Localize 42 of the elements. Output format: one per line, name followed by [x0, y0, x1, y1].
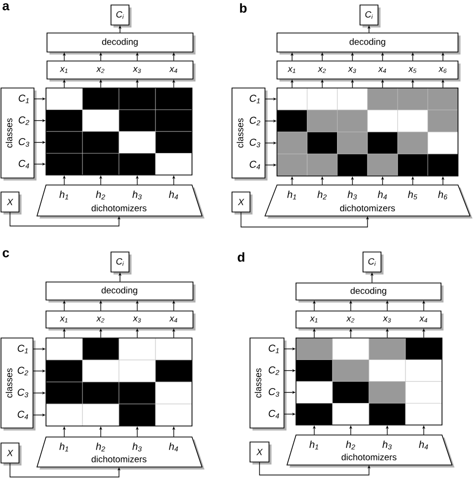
output-box: C$_{i}$	[110, 4, 132, 28]
variable-label: h$_{3}$	[382, 440, 392, 450]
input-box: X	[0, 442, 22, 466]
variable-label: h$_{4}$	[168, 190, 178, 200]
variable-label: h$_{5}$	[408, 190, 418, 200]
input-box: X	[0, 192, 22, 214]
variable-label: h$_{1}$	[59, 442, 68, 452]
code-matrix	[296, 338, 442, 426]
variable-label: h$_{4}$	[418, 440, 428, 450]
decoder-box: decoding	[296, 282, 444, 302]
variable-label: h$_{2}$	[96, 190, 106, 200]
block-label: dichotomizers	[92, 204, 146, 212]
panel-letter: d	[238, 252, 244, 262]
variable-label: h$_{3}$	[132, 442, 142, 452]
input-box: X	[232, 192, 252, 214]
panel-letter: a	[2, 3, 10, 10]
variable-label: h$_{3}$	[132, 190, 142, 200]
variable-label: h$_{2}$	[317, 190, 327, 200]
variable-label: h$_{2}$	[96, 442, 106, 452]
variable-label: h$_{1}$	[309, 440, 318, 450]
block-label: dichotomizers	[92, 456, 146, 462]
output-box: C$_{i}$	[362, 252, 384, 274]
output-box: C$_{i}$	[110, 252, 132, 274]
variable-label: h$_{1}$	[59, 190, 68, 200]
input-box: X	[250, 442, 272, 464]
output-box: C$_{i}$	[360, 4, 380, 28]
decoder-box: decoding	[46, 282, 196, 302]
panel-letter: b	[240, 3, 247, 13]
code-matrix	[276, 88, 458, 176]
variable-label: h$_{3}$	[348, 190, 357, 200]
decoder-box: decoding	[276, 32, 460, 54]
variable-label: h$_{2}$	[346, 440, 356, 450]
variable-label: h$_{4}$	[378, 190, 387, 200]
panel-letter: c	[2, 250, 10, 258]
code-matrix	[46, 338, 192, 426]
code-matrix	[46, 88, 192, 176]
decoder-box: decoding	[46, 32, 196, 54]
block-label: dichotomizers	[342, 454, 396, 460]
variable-label: h$_{4}$	[168, 442, 178, 452]
variable-label: h$_{6}$	[438, 190, 448, 200]
variable-label: h$_{1}$	[287, 190, 296, 200]
block-label: dichotomizers	[340, 204, 395, 212]
